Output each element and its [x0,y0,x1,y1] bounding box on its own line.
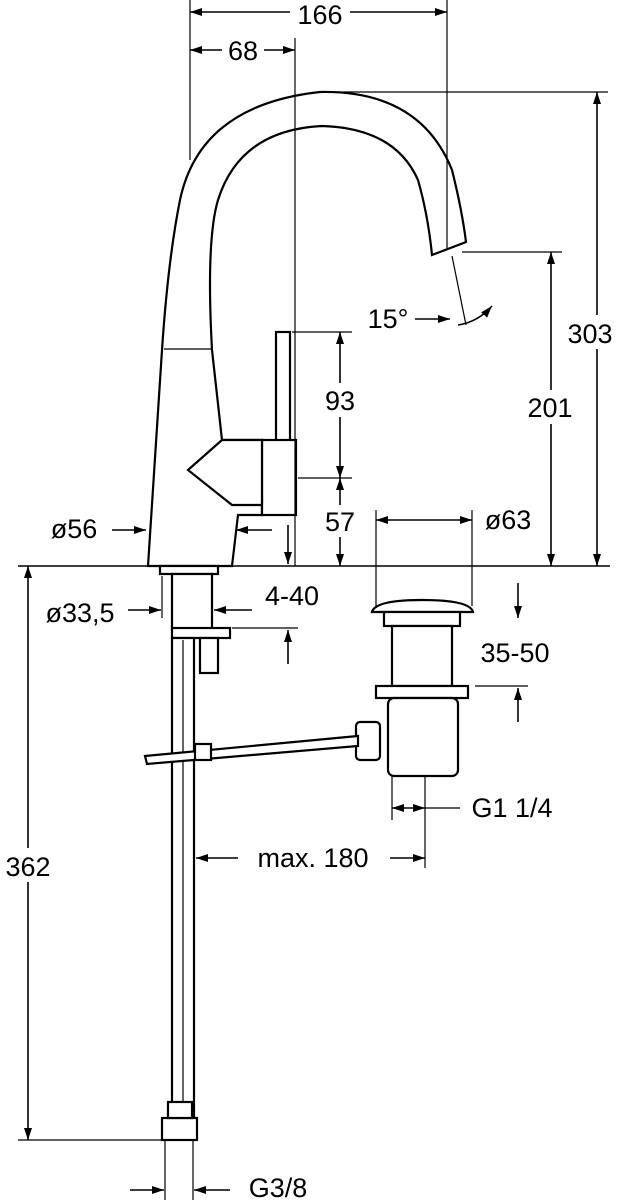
lever-handle [274,330,292,444]
pop-up-waste [143,598,475,778]
waste-flange [382,610,462,628]
dim-waste-diameter: ø63 [485,505,532,535]
dim-shank-diameter: ø33,5 [45,598,114,628]
waste-nut [374,684,470,700]
waste-tailpiece [386,696,460,778]
cartridge-housing [260,438,298,517]
dim-hose-thread: G3/8 [249,1173,308,1200]
dim-waste-range: 35-50 [480,638,549,668]
faucet [146,90,468,568]
waste-body [390,624,454,688]
dim-spout-height: 201 [527,393,572,423]
dim-overall-height: 303 [567,319,612,349]
waste-plug [370,598,475,614]
pivot-nut [354,720,382,762]
base-plate [158,564,220,576]
dim-lever-height: 93 [325,386,355,416]
hose-connector [160,1116,199,1142]
faucet-spout [146,90,468,568]
threaded-shank [170,572,214,631]
lever-base [186,438,264,507]
dim-max-distance: max. 180 [257,843,368,873]
dim-lever-base-height: 57 [325,507,355,537]
dim-base-diameter: ø56 [51,514,98,544]
dim-deck-thickness: 4-40 [265,581,319,611]
dim-waste-thread: G1 1/4 [471,793,552,823]
dim-overall-width: 166 [297,0,342,30]
fixing-rod [198,636,220,675]
rod-clip [193,742,213,762]
faucet-installation [158,564,232,1142]
dim-spout-offset: 68 [228,36,258,66]
dim-hose-length: 362 [5,852,50,882]
mounting-nut [170,626,232,640]
dim-spout-angle: 15° [368,304,409,334]
hose-nut [166,1100,194,1120]
